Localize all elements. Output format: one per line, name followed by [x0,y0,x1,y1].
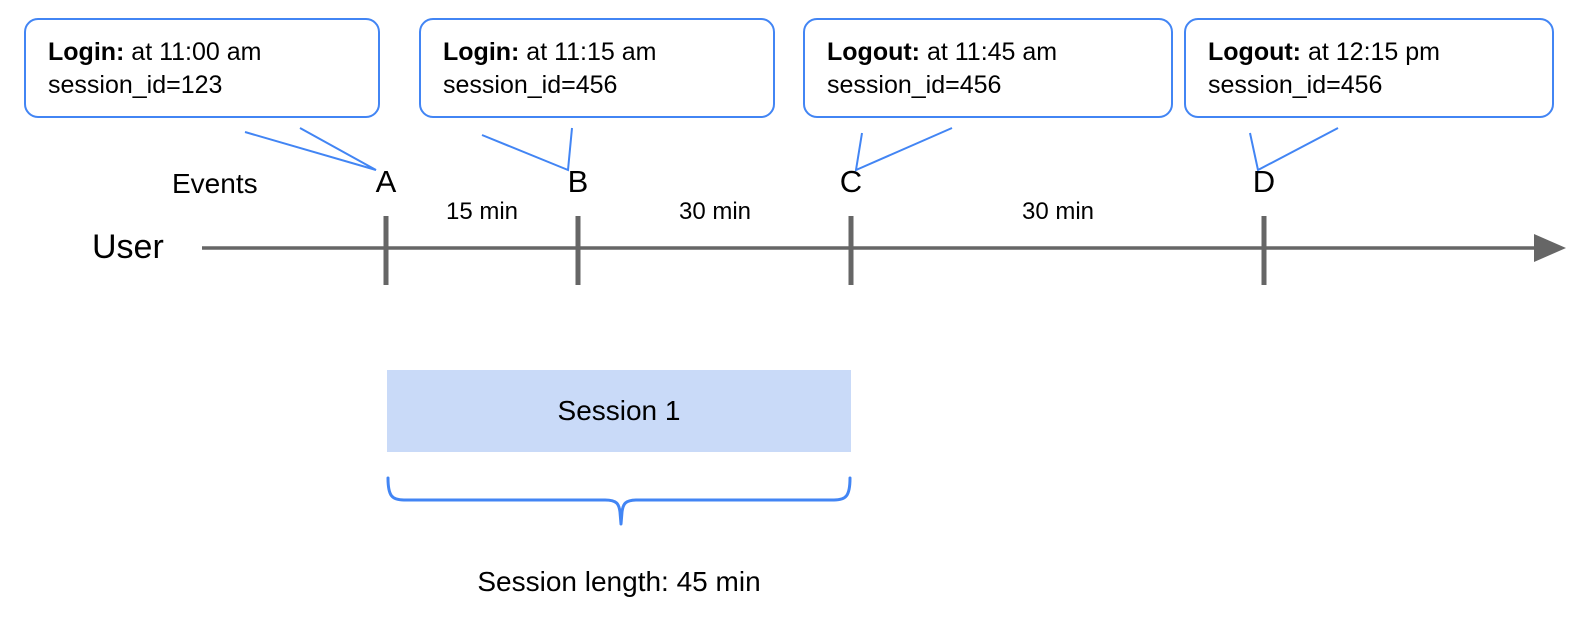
interval-label-bc: 30 min [678,198,752,225]
interval-label-cd: 30 min [1021,198,1095,225]
callout-c-line1: Logout: at 11:45 am [827,36,1151,69]
callout-d-event: Logout: [1208,38,1302,66]
session-brace [386,476,852,526]
timeline-arrowhead [1534,234,1566,262]
callout-a-line1: Login: at 11:00 am [48,36,358,69]
callout-b-detail: at 11:15 am [519,38,657,66]
callout-b-event: Login: [443,38,520,66]
callout-b-session: session_id=456 [443,71,618,99]
callout-b-line1: Login: at 11:15 am [443,36,753,69]
callout-c-event: Logout: [827,38,921,66]
callout-d-session: session_id=456 [1208,71,1383,99]
callout-a[interactable]: Login: at 11:00 am session_id=123 [24,18,380,118]
callout-a-event: Login: [48,38,125,66]
tick-label-a: A [375,164,397,199]
callout-d-detail: at 12:15 pm [1301,38,1440,66]
user-lane-label: User [92,228,164,266]
callout-tail-a [244,127,377,171]
callout-d[interactable]: Logout: at 12:15 pm session_id=456 [1184,18,1554,118]
events-row-label: Events [172,168,258,199]
interval-label-ab: 15 min [445,198,519,225]
callout-b[interactable]: Login: at 11:15 am session_id=456 [419,18,775,118]
callout-c[interactable]: Logout: at 11:45 am session_id=456 [803,18,1173,118]
tick-label-b: B [567,164,589,199]
tick-label-c: C [839,164,863,199]
callout-a-detail: at 11:00 am [124,38,262,66]
session-bar[interactable]: Session 1 [387,370,851,452]
callout-c-session: session_id=456 [827,71,1002,99]
callout-c-detail: at 11:45 am [920,38,1058,66]
session-bar-label: Session 1 [557,395,681,426]
tick-label-d: D [1252,164,1276,199]
callout-a-session: session_id=123 [48,71,223,99]
callout-d-line1: Logout: at 12:15 pm [1208,36,1532,69]
session-length-label: Session length: 45 min [477,566,761,597]
